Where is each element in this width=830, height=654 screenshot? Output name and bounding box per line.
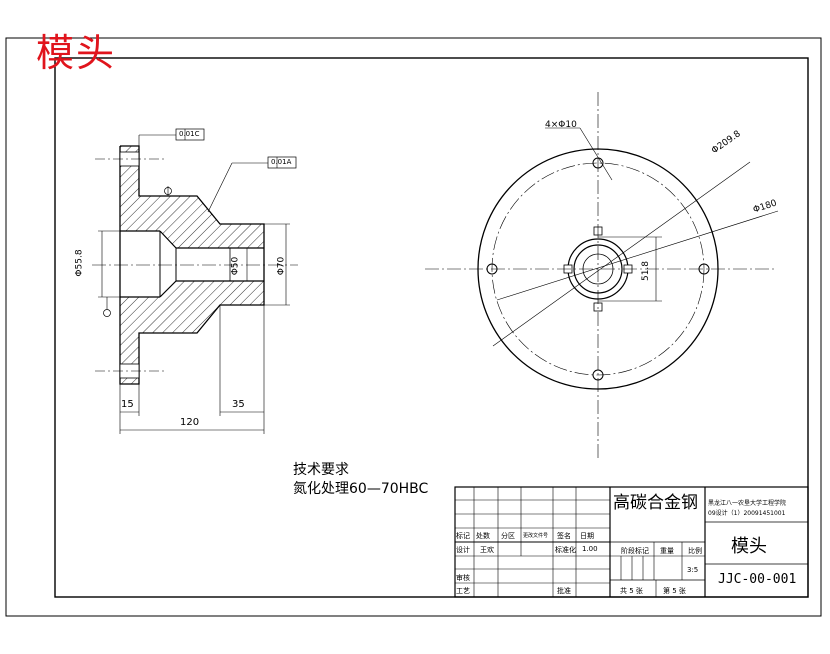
dim-51-8: 51.8 — [641, 260, 652, 282]
dim-d55-8: Φ55.8 — [74, 249, 85, 277]
tb-header-docno: 更改文件号 — [523, 533, 549, 539]
tb-sheet-total: 共 5 张 — [620, 587, 643, 595]
tb-header-sign: 签名 — [557, 532, 571, 540]
gdt-frame-2: 0.01A — [271, 158, 292, 166]
tb-sheet-num: 第 5 张 — [663, 587, 686, 595]
tb-scale-label: 比例 — [688, 547, 702, 555]
tb-row-std: 标准化 — [555, 546, 576, 554]
title-block — [454, 486, 809, 598]
tb-scale-value: 3:5 — [687, 566, 699, 574]
material-cell: 高碳合金钢 — [613, 493, 698, 513]
part-name-cell: 模头 — [731, 536, 767, 557]
tb-stage-label: 阶段标记 — [621, 547, 649, 555]
tb-header-zone: 分区 — [501, 532, 515, 540]
tb-row-review: 审核 — [456, 574, 470, 582]
technical-requirements: 技术要求 氮化处理60—70HBC — [293, 461, 428, 499]
tb-header-mark: 标记 — [456, 532, 470, 540]
section-hatch-upper — [120, 146, 264, 248]
school-line2: 09设计（1）20091451001 — [708, 510, 786, 517]
tb-row-approve: 批准 — [557, 587, 571, 595]
dim-35: 35 — [232, 399, 245, 410]
outer-frame — [5, 37, 822, 617]
tb-header-count: 处数 — [476, 532, 490, 540]
dim-120: 120 — [180, 417, 200, 428]
tb-designer: 王欢 — [480, 546, 494, 554]
dim-15: 15 — [121, 399, 134, 410]
gdt-frame-1: 0.01C — [179, 130, 200, 138]
dim-d70: Φ70 — [276, 256, 287, 276]
tb-row-design: 设计 — [456, 546, 470, 554]
section-view — [92, 128, 298, 434]
tech-req-line1: 氮化处理60—70HBC — [293, 481, 429, 497]
tb-scale-val: 1.00 — [582, 545, 598, 553]
tb-header-date: 日期 — [580, 532, 594, 540]
drawing-number-cell: JJC-00-001 — [718, 572, 797, 587]
tech-req-heading: 技术要求 — [293, 462, 349, 478]
end-view — [425, 92, 779, 460]
dim-d50: Φ50 — [230, 256, 241, 276]
inner-frame — [54, 57, 809, 598]
dim-4xd10: 4×Φ10 — [545, 120, 577, 130]
drawing-title-red: 模头 — [36, 31, 117, 75]
tb-row-process: 工艺 — [456, 587, 470, 595]
tb-weight-label: 重量 — [660, 547, 674, 555]
school-line1: 黑龙江八一农垦大学工程学院 — [708, 500, 787, 507]
